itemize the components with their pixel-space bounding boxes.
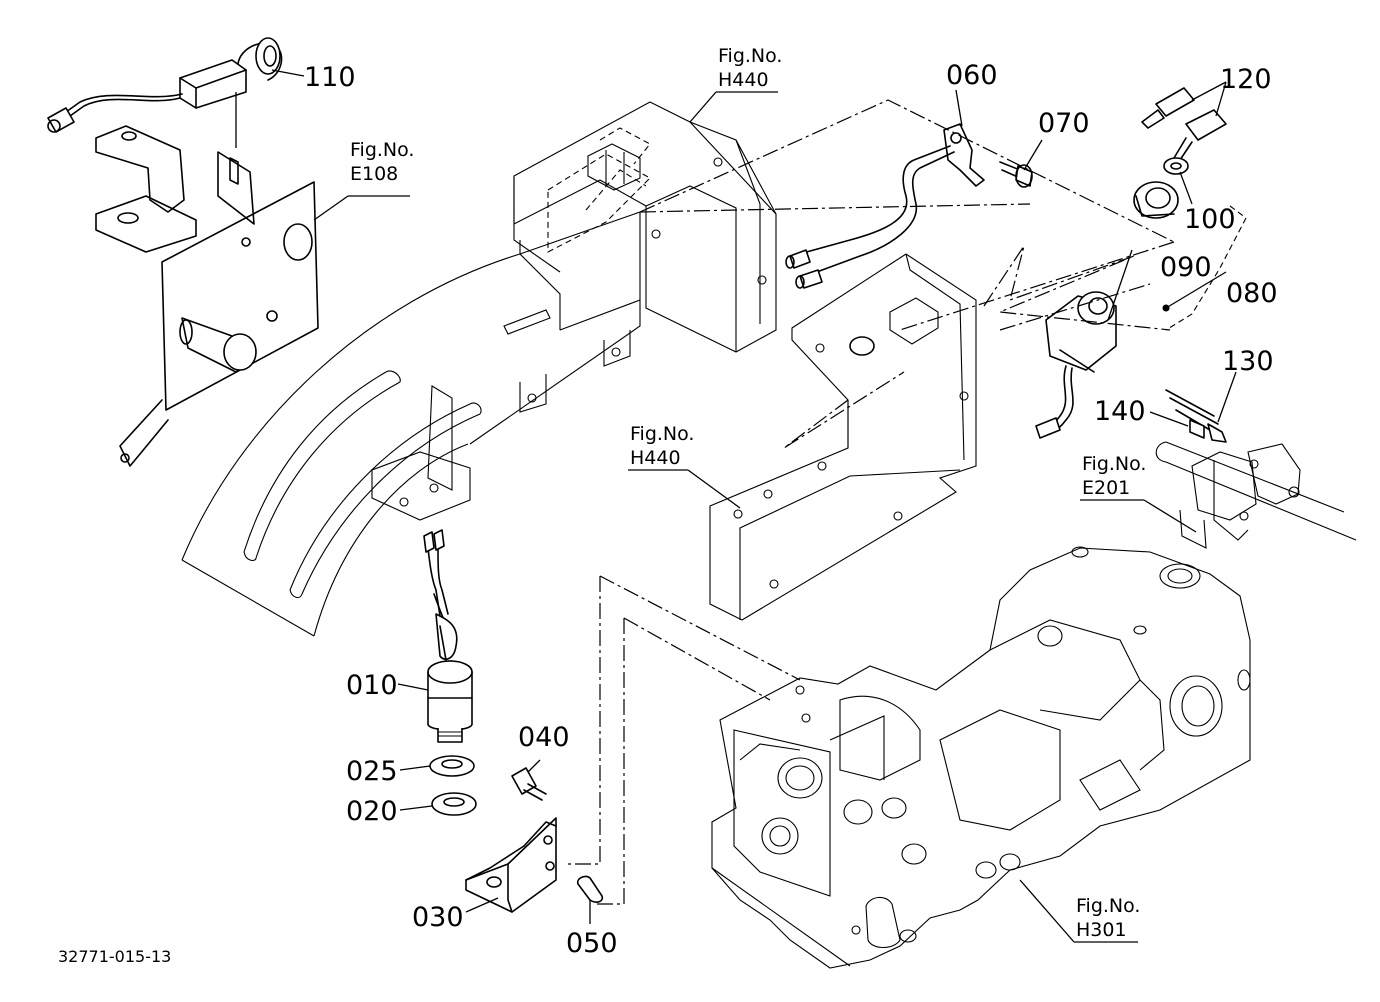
callout-140: 140 [1094,396,1146,427]
fig-e108-label: Fig.No. [350,139,414,161]
fig-h301-code: H301 [1076,919,1127,941]
part-060-lever [785,123,985,289]
main-fender-frame [181,211,641,637]
callout-090: 090 [1160,252,1212,283]
drawing-number: 32771-015-13 [58,947,171,966]
reference-lines [566,99,1175,905]
part-010-sensor [397,529,473,743]
fig-h440-top-code: H440 [718,69,769,91]
callout-030: 030 [412,902,464,933]
fig-h440-mid-label: Fig.No. [630,423,694,445]
h301-housing [711,546,1251,969]
fig-e201-label: Fig.No. [1082,453,1146,475]
fig-e108-code: E108 [350,163,398,185]
figure-references: Fig.No. E108 Fig.No. H440 Fig.No. H440 F… [350,45,1146,941]
callout-100: 100 [1184,204,1236,235]
callout-010: 010 [346,670,398,701]
callout-040: 040 [518,722,570,753]
e201-shaft-assembly [1149,371,1357,549]
fig-h301-label: Fig.No. [1076,895,1140,917]
e108-bracket-assembly [95,69,319,467]
fig-h440-mid-code: H440 [630,447,681,469]
callout-050: 050 [566,928,618,959]
callout-130: 130 [1222,346,1274,377]
callout-070: 070 [1038,108,1090,139]
washers-025-020 [399,755,477,816]
callout-120: 120 [1220,64,1272,95]
part-070-bolt [999,161,1033,188]
callout-025: 025 [346,756,398,787]
figure-leaders [313,81,1227,943]
part-110-switch [47,37,283,133]
key-switch-assembly [1035,87,1247,439]
upper-cover-h440 [513,101,777,353]
callout-020: 020 [346,796,398,827]
callout-110: 110 [304,62,356,93]
fig-h440-top-label: Fig.No. [718,45,782,67]
bracket-030-assembly [465,759,604,924]
callout-080: 080 [1226,278,1278,309]
callout-060: 060 [946,60,998,91]
middle-panel-h440 [709,253,977,621]
callout-labels: 110 060 070 120 100 090 080 130 140 010 … [304,60,1278,959]
fig-e201-code: E201 [1082,477,1130,499]
